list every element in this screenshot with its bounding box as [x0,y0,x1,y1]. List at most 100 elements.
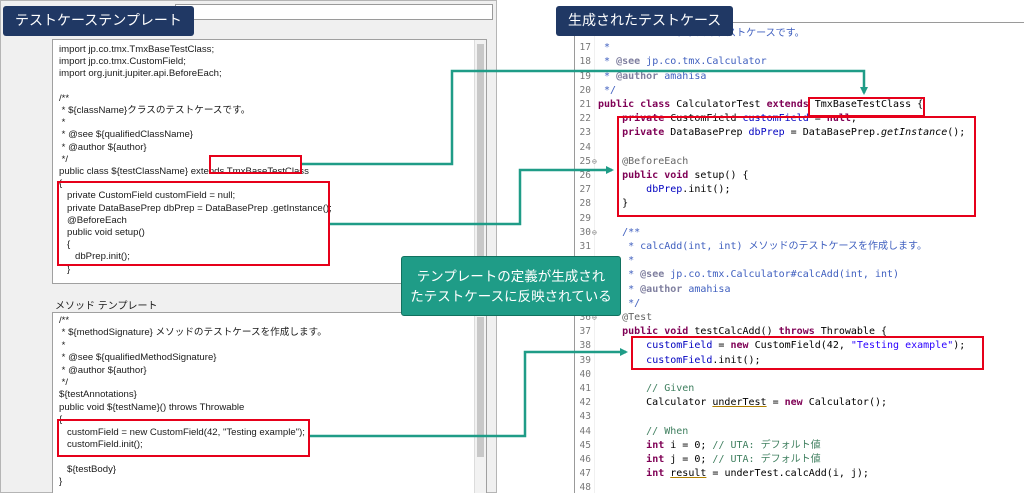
code-line: 46 int j = 0; // UTA: デフォルト値 [575,452,1024,467]
code-token: new [784,397,809,409]
code-token: // UTA: デフォルト値 [712,439,821,451]
highlight-method-body-generated [631,336,984,370]
line-number: 42 [579,397,591,409]
scrollbar-thumb[interactable] [477,44,484,276]
code-token: /** [598,226,641,238]
code-token: */ [598,84,617,96]
highlight-extends-generated [808,97,925,117]
code-token: amahisa [658,70,707,82]
code-token: customField [646,354,713,366]
method-template-line: public void ${testName}() throws Throwab… [59,401,245,413]
class-template-scrollbar[interactable] [474,40,486,283]
code-line: 48 [575,480,1024,493]
code-token: getInstance [880,127,948,139]
code-token [598,440,646,451]
template-line: * ${className}クラスのテストケースです。 [59,105,251,116]
method-template-editor[interactable]: /** * ${methodSignature} メソッドのテストケースを作成し… [52,312,487,493]
method-template-line: /** [59,315,70,326]
code-text: customField.init(); [598,353,760,368]
code-line: 31 * calcAdd(int, int) メソッドのテストケースを作成します… [575,239,1024,254]
template-line: public void setup() [59,227,145,238]
template-line: @BeforeEach [59,214,127,226]
code-line: 47 int result = underTest.calcAdd(i, j); [575,466,1024,481]
template-line: } [59,263,71,275]
code-token: (); [947,127,966,139]
line-number: 19 [579,70,591,82]
code-text: dbPrep.init(); [598,182,730,197]
line-number: 27 [579,184,591,196]
code-token: } [598,198,629,210]
method-template-line: } [59,476,63,488]
code-token: amahisa [682,283,731,295]
code-token: int [646,454,671,465]
method-template-line: * ${methodSignature} メソッドのテストケースを作成します。 [59,327,327,339]
template-line: dbPrep.init(); [59,251,130,263]
code-token: dbPrep [646,184,683,196]
code-line: 20 */ [575,83,1024,98]
generated-title-badge: 生成されたテストケース [556,6,734,36]
code-text: * calcAdd(int, int) メソッドのテストケースを作成します。 [598,239,927,254]
code-line: 32 * [575,253,1024,268]
code-token: // When [598,425,689,437]
template-name-input[interactable] [175,4,493,20]
template-line: private CustomField customField = null; [59,190,236,202]
code-text: /** [598,225,640,240]
line-number: 41 [579,383,591,394]
code-token: @author [640,283,683,295]
code-token: * calcAdd(int, int) [598,241,749,252]
line-number: 44 [579,425,591,437]
code-line: 37 public void testCalcAdd() throws Thro… [575,324,1024,339]
line-number: 48 [579,482,591,493]
method-template-scrollbar[interactable] [474,313,486,493]
code-line: 41 // Given [575,381,1024,396]
code-token: int [646,468,671,480]
code-token: * [628,255,635,267]
fold-toggle-icon[interactable]: ⊖ [592,156,597,166]
method-template-line: ${testAnnotations} [59,389,137,401]
code-token: = [712,340,731,352]
template-line: * @author ${author} [59,141,147,153]
line-number: 22 [579,113,591,125]
code-token: ); [953,340,966,352]
code-token: Throwable { [820,326,888,338]
code-line: 18 * @see jp.co.tmx.Calculator [575,54,1024,69]
line-number: 31 [579,241,591,252]
code-token: CalculatorTest [676,99,767,110]
code-token: @see [640,269,665,281]
method-template-line: customField = new CustomField(42, "Testi… [59,426,305,438]
code-text: Calculator underTest = new Calculator(); [598,395,887,410]
code-line: 44 // When [575,424,1024,439]
line-number: 45 [579,439,591,451]
template-line: public class ${testClassName} extends Tm… [59,166,309,177]
scrollbar-thumb[interactable] [477,317,484,457]
code-token: .init(); [682,184,731,196]
template-line: private DataBasePrep dbPrep = DataBasePr… [59,202,332,214]
code-token: @Test [598,312,653,323]
code-token: クラスのテストケースです。 [676,28,805,39]
code-token: メソッドのテストケースを作成します。 [748,241,928,252]
line-number: 46 [579,454,591,465]
method-template-line: customField.init(); [59,439,143,450]
line-number: 28 [579,198,591,210]
line-number: 25 [579,155,591,167]
method-template-label: メソッド テンプレート [55,301,158,312]
code-token: result [670,468,707,480]
method-template-line: ${testBody} [59,463,117,475]
generated-code-editor[interactable]: 16 * Calculatorクラスのテストケースです。17 *18 * @se… [574,22,1024,493]
line-number: 26 [579,170,591,181]
code-token: = [766,397,785,409]
template-line: * [59,117,66,129]
fold-toggle-icon[interactable]: ⊖ [592,227,597,237]
line-number: 36 [579,312,591,323]
line-number: 37 [579,326,591,338]
code-token [598,468,646,479]
code-token [598,454,646,465]
line-number: 29 [579,212,591,224]
code-token: throws [778,326,821,338]
code-line: 36⊖ @Test [575,310,1024,325]
highlight-method-body-template [57,419,310,457]
line-number: 39 [579,354,591,366]
code-line: 45 int i = 0; // UTA: デフォルト値 [575,438,1024,453]
fold-toggle-icon[interactable]: ⊖ [592,313,597,322]
code-text: * @author amahisa [598,282,730,297]
